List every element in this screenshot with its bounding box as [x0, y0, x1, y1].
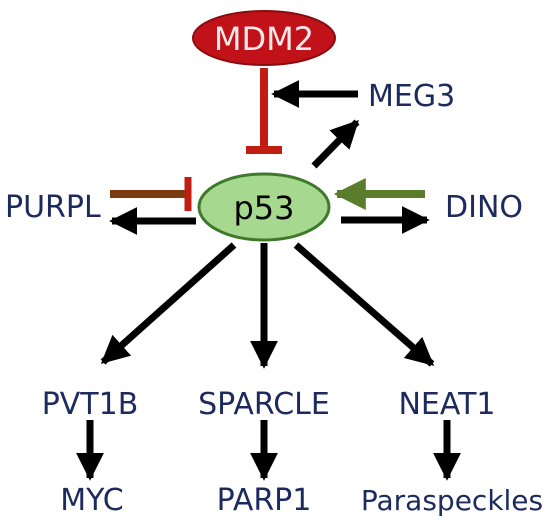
- edge-p53-to-meg3: [311, 119, 360, 169]
- edge-mdm2-inhibits-p53: [246, 68, 282, 154]
- node-neat1: NEAT1: [398, 387, 495, 422]
- node-meg3: MEG3: [368, 79, 455, 114]
- node-mdm2: MDM2: [192, 10, 336, 66]
- edge-purpl-inhibits-p53: [110, 177, 192, 211]
- node-myc: MYC: [60, 483, 124, 518]
- node-sparcle: SPARCLE: [198, 387, 330, 422]
- node-label: p53: [233, 189, 294, 227]
- node-pvt1b: PVT1B: [42, 387, 139, 422]
- edge-p53-to-pvt1b: [100, 242, 237, 365]
- node-label: MDM2: [214, 20, 314, 58]
- node-parp1: PARP1: [217, 483, 312, 518]
- edge-p53-to-neat1: [293, 242, 435, 367]
- node-dino: DINO: [445, 190, 523, 225]
- node-p53: p53: [197, 172, 331, 242]
- node-paraspeckles: Paraspeckles: [361, 484, 543, 517]
- node-purpl: PURPL: [5, 190, 101, 225]
